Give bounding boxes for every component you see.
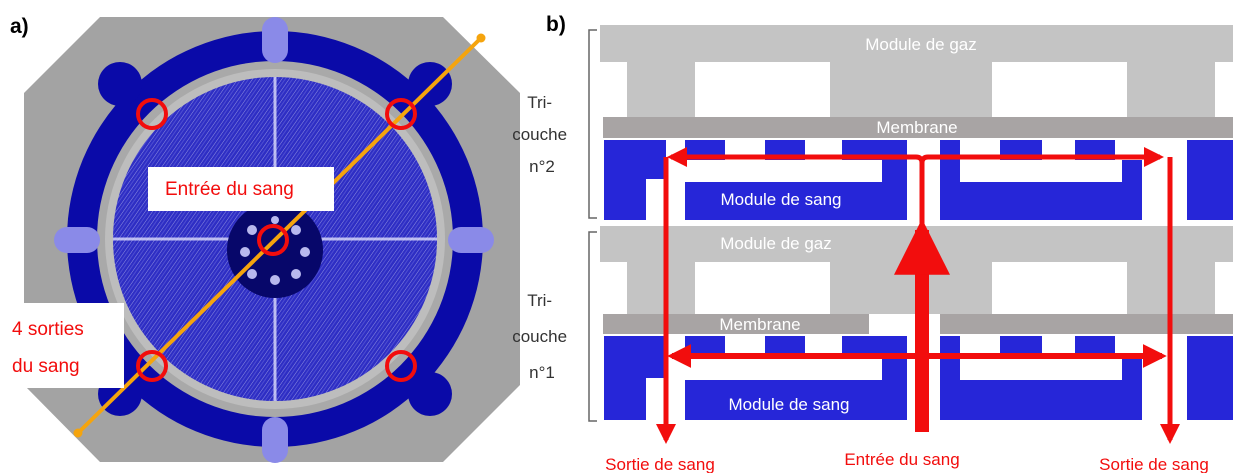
membrane-top-label: Membrane <box>876 118 957 137</box>
membrane-bottom <box>603 314 1233 334</box>
outlet-port-tl <box>136 98 168 130</box>
tri-layer-2-line2: couche <box>512 125 567 144</box>
blood-module-top-label: Module de sang <box>721 190 842 209</box>
outlet-port-br <box>385 350 417 382</box>
blood-module-top <box>604 140 1233 220</box>
tri-layer-2-line1: Tri- <box>527 93 552 112</box>
panel-b: b) Tri- couche n°2 Tri- couche n°1 Modul… <box>512 13 1233 473</box>
tri-layer-1-line1: Tri- <box>527 291 552 310</box>
tri-layer-2-label: Tri- couche n°2 <box>512 93 572 176</box>
flow-arrows <box>656 147 1180 444</box>
tri-layer-2-line3: n°2 <box>529 157 555 176</box>
ring-bulge-tl <box>98 62 142 106</box>
hub-pattern <box>240 216 310 285</box>
outlets-label-line1: 4 sorties <box>12 319 84 340</box>
membrane-top <box>603 117 1233 138</box>
port-circles <box>136 98 417 382</box>
section-axis-line <box>76 36 483 435</box>
tri-layer-1-line2: couche <box>512 327 567 346</box>
membrane-bottom-label: Membrane <box>719 315 800 334</box>
pin-tab-right <box>448 227 494 253</box>
outlet-right-label: Sortie de sang <box>1099 455 1209 473</box>
pin-tab-top <box>262 17 288 63</box>
flow-top-left <box>667 147 925 167</box>
gas-module-middle-label: Module de gaz <box>720 234 832 253</box>
tri-layer-1-bracket <box>588 231 597 422</box>
inlet-port-center <box>257 224 289 256</box>
outlet-left-label: Sortie de sang <box>605 455 715 473</box>
blood-module-bottom-label: Module de sang <box>729 395 850 414</box>
outlet-port-bl <box>136 350 168 382</box>
gas-module-top-label: Module de gaz <box>865 35 977 54</box>
panel-a-label: a) <box>10 15 29 38</box>
panel-b-label: b) <box>546 13 566 36</box>
outlets-label-box <box>0 303 124 388</box>
ring-bulge-br <box>408 372 452 416</box>
outlet-port-tr <box>385 98 417 130</box>
tri-layer-1-line3: n°1 <box>529 363 555 382</box>
axis-end-top <box>476 33 486 43</box>
ring-bulge-tr <box>408 62 452 106</box>
tri-layer-1-label: Tri- couche n°1 <box>512 291 572 382</box>
inlet-label-box <box>148 167 334 211</box>
panel-a: a) <box>0 15 520 463</box>
pin-tab-bottom <box>262 417 288 463</box>
inlet-label: Entrée du sang <box>165 179 294 200</box>
tri-layer-2-bracket <box>588 29 597 219</box>
outlets-label-line2: du sang <box>12 356 80 377</box>
inlet-center-label: Entrée du sang <box>844 450 959 469</box>
gas-module-top <box>600 25 1233 117</box>
blood-module-bottom <box>604 336 1233 420</box>
pin-tab-left <box>54 227 100 253</box>
axis-end-bottom <box>73 428 83 438</box>
